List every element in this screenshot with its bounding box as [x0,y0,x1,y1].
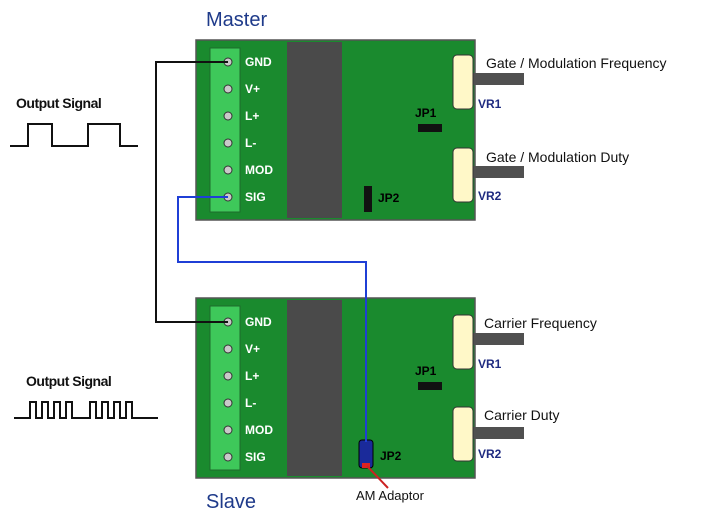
master-pin-dot [223,84,233,94]
master-vr1-description: Gate / Modulation Frequency [486,55,667,71]
slave-pin-dot [223,425,233,435]
am-adaptor-label: AM Adaptor [356,488,425,503]
master-pin-lminus: L- [245,136,256,150]
master-pin-lplus: L+ [245,109,259,123]
slave-title: Slave [206,491,256,513]
gnd-wire [155,61,228,323]
slave-vr1-potentiometer [452,314,474,370]
slave-pin-lminus: L- [245,396,256,410]
master-pin-dot [223,165,233,175]
master-waveform [10,123,138,147]
slave-vr2-description: Carrier Duty [484,407,559,423]
master-jp2-label: JP2 [378,191,400,205]
master-pin-mod: MOD [245,163,273,177]
slave-pin-sig: SIG [245,450,266,464]
master-pin-dot [223,138,233,148]
slave-pin-dot [223,452,233,462]
slave-pin-dot [223,371,233,381]
slave-jp2-label: JP2 [380,449,402,463]
slave-pin-mod: MOD [245,423,273,437]
slave-output-label: Output Signal [26,373,111,389]
master-output-label: Output Signal [16,95,101,111]
master-board: Master GND V+ L+ L- MOD SIG JP1 JP2 VR1 … [195,9,667,221]
master-chip [287,42,342,218]
master-pin-dot [223,111,233,121]
slave-pins: GND V+ L+ L- MOD SIG [223,315,273,464]
slave-vr1-description: Carrier Frequency [484,315,597,331]
master-vr2-knob [472,166,524,178]
master-terminal-block [209,47,241,213]
master-vr2-potentiometer [452,147,474,203]
am-adaptor-pointer [366,465,389,489]
slave-pin-gnd: GND [245,315,272,329]
master-pins: GND V+ L+ L- MOD SIG [223,55,273,204]
slave-vr2-knob [472,427,524,439]
master-vr1-potentiometer [452,54,474,110]
slave-chip [287,300,342,476]
master-jp1-label: JP1 [415,106,437,120]
slave-pin-lplus: L+ [245,369,259,383]
slave-vr2-potentiometer [452,406,474,462]
slave-terminal-block [209,305,241,471]
slave-board: GND V+ L+ L- MOD SIG JP1 JP2 VR1 Carrier… [195,297,597,513]
wires: AM Adaptor [155,61,425,503]
am-adaptor-tip [362,463,370,468]
slave-pin-vplus: V+ [245,342,260,356]
master-pin-gnd: GND [245,55,272,69]
slave-pin-dot [223,398,233,408]
slave-vr1-label: VR1 [478,357,502,371]
master-title: Master [206,9,267,31]
sig-wire [177,196,367,442]
master-jp2-jumper [364,186,372,212]
master-vr2-description: Gate / Modulation Duty [486,149,629,165]
master-vr1-label: VR1 [478,97,502,111]
master-pin-vplus: V+ [245,82,260,96]
master-output-signal: Output Signal [10,95,138,147]
slave-jp1-jumper [418,382,442,390]
master-pin-sig: SIG [245,190,266,204]
slave-output-signal: Output Signal [14,373,158,419]
master-vr1-knob [472,73,524,85]
slave-pin-dot [223,344,233,354]
slave-jp1-label: JP1 [415,364,437,378]
master-jp1-jumper [418,124,442,132]
slave-vr1-knob [472,333,524,345]
master-vr2-label: VR2 [478,189,502,203]
slave-waveform [14,401,158,419]
slave-vr2-label: VR2 [478,447,502,461]
